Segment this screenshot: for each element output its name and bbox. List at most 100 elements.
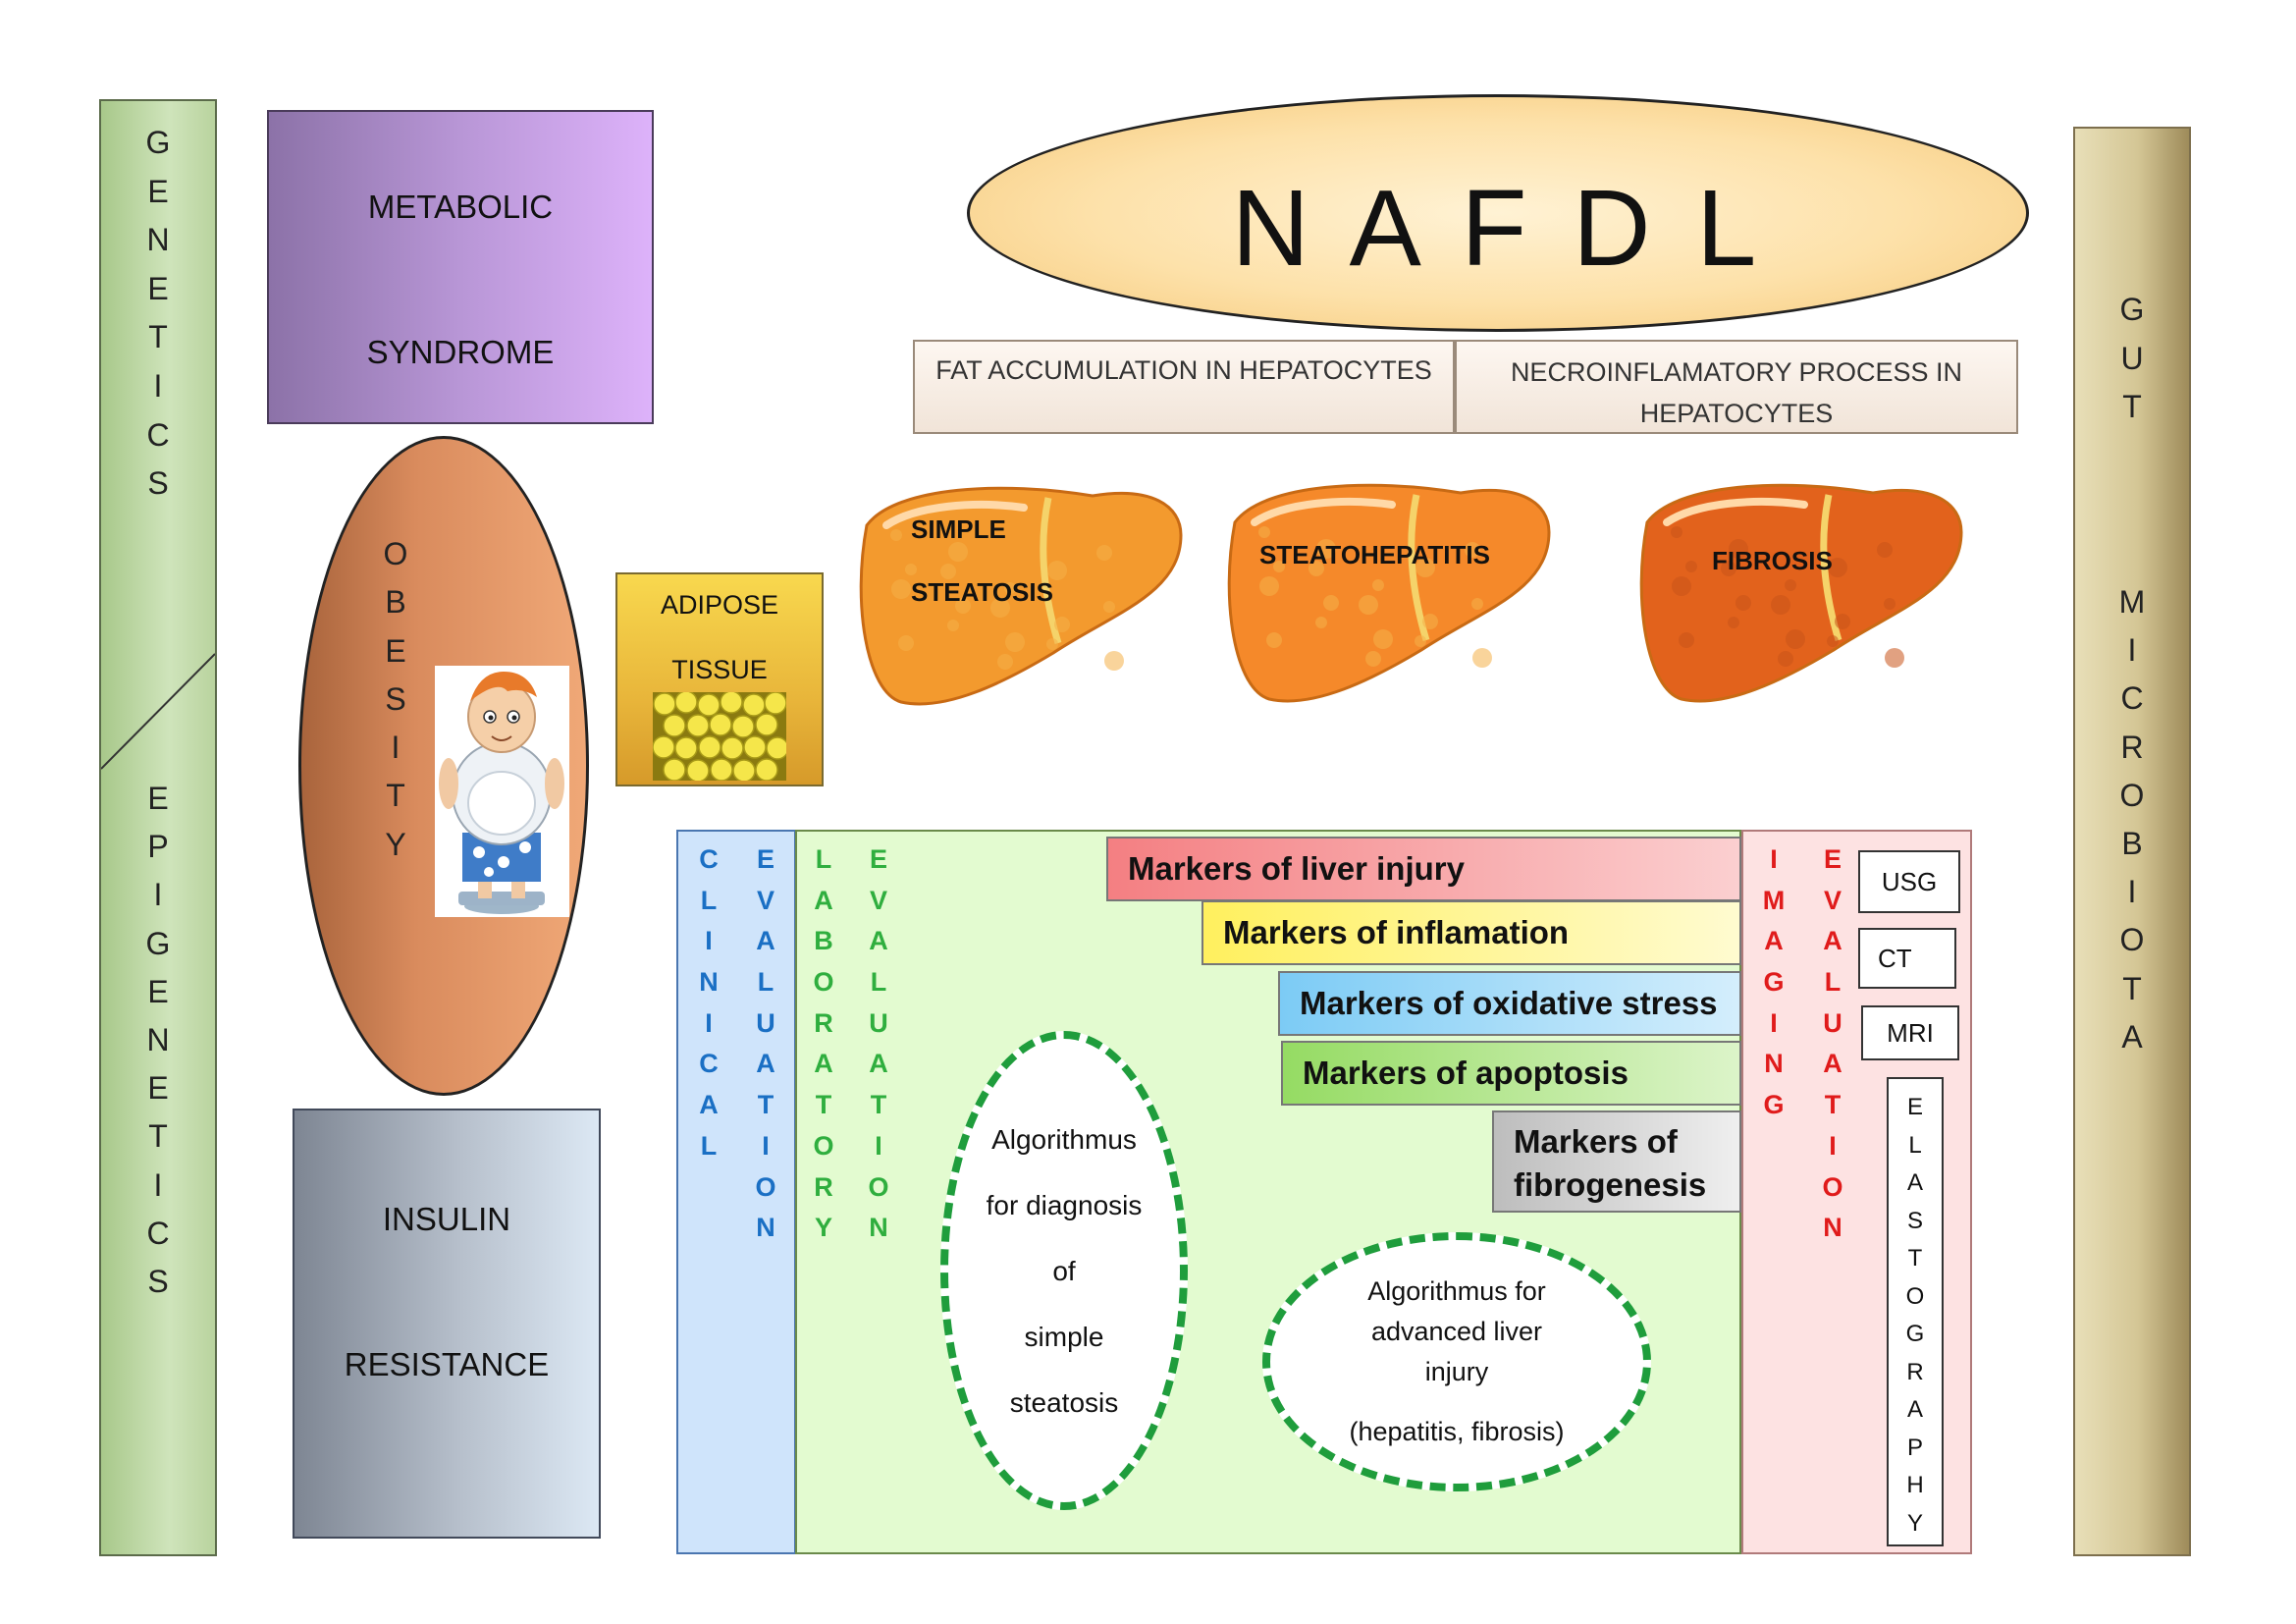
clinical-letter: N bbox=[699, 967, 719, 998]
elastography-letter: T bbox=[1907, 1245, 1923, 1272]
imaging-letter: A bbox=[1764, 926, 1784, 956]
laboratory-evaluation-letter: U bbox=[869, 1007, 888, 1038]
liver-texture-spot bbox=[1671, 526, 1682, 538]
genetics-letter: E bbox=[147, 270, 169, 306]
genetics-letter: C bbox=[146, 416, 170, 453]
algorithm-text-line: of bbox=[1052, 1255, 1076, 1286]
liver-texture-spot bbox=[1884, 598, 1896, 610]
imaging-evaluation-letter: V bbox=[1823, 885, 1842, 915]
laboratory-letter: Y bbox=[814, 1213, 832, 1243]
liver-texture-spot bbox=[1323, 595, 1339, 611]
epigenetics-letter: N bbox=[146, 1021, 170, 1057]
microbiota-letter: A bbox=[2121, 1018, 2143, 1055]
marker-inflammation: Markers of inflamation bbox=[1201, 900, 1741, 965]
clinical-letter: L bbox=[700, 1130, 718, 1161]
liver-texture-spot bbox=[1005, 632, 1025, 652]
imaging-evaluation-letter: A bbox=[1823, 1049, 1842, 1079]
liver-texture-spot bbox=[1104, 651, 1124, 671]
algorithm-text-line: Algorithmus bbox=[991, 1123, 1137, 1155]
imaging-evaluation-letter: U bbox=[1823, 1007, 1842, 1038]
liver-texture-spot bbox=[1472, 648, 1492, 668]
clinical-evaluation-letter: L bbox=[757, 967, 774, 998]
imaging-letter: M bbox=[1762, 885, 1786, 915]
clinical-letter: I bbox=[705, 1007, 713, 1038]
elastography-letter: A bbox=[1906, 1396, 1923, 1423]
obese-person-illustration bbox=[435, 666, 569, 917]
genetics-letter: T bbox=[148, 319, 168, 355]
imaging-letter: G bbox=[1763, 1090, 1785, 1120]
metabolic-line2: SYNDROME bbox=[366, 334, 555, 370]
liver-texture-spot bbox=[1266, 632, 1282, 648]
genetics-letter: I bbox=[153, 367, 163, 404]
algorithm-text-line: (hepatitis, fibrosis) bbox=[1349, 1417, 1565, 1446]
elastography-letter: S bbox=[1906, 1207, 1923, 1234]
elastography-letter: H bbox=[1906, 1472, 1924, 1498]
obesity-letter: I bbox=[391, 730, 400, 766]
clinical-letter: C bbox=[699, 1049, 719, 1079]
liver-texture-spot bbox=[990, 598, 1010, 618]
microbiota-letter: I bbox=[2127, 632, 2137, 669]
liver-texture-spot bbox=[890, 529, 902, 541]
imaging-letter: I bbox=[1770, 1007, 1778, 1038]
liver-texture-spot bbox=[1729, 539, 1748, 559]
obesity-letter: B bbox=[385, 584, 406, 621]
epigenetics-letter: T bbox=[148, 1118, 168, 1155]
liver-texture-spot bbox=[1422, 614, 1438, 629]
epigenetics-letter: G bbox=[145, 925, 171, 961]
epigenetics-letter: I bbox=[153, 877, 163, 913]
laboratory-letter: A bbox=[814, 1049, 833, 1079]
imaging-evaluation-letter: O bbox=[1822, 1171, 1843, 1202]
epigenetics-letter: P bbox=[147, 829, 169, 865]
clinical-letter: C bbox=[699, 844, 719, 874]
imaging-ct: CT bbox=[1858, 928, 1956, 989]
epigenetics-letter: C bbox=[146, 1215, 170, 1251]
laboratory-evaluation-letter: O bbox=[868, 1171, 889, 1202]
laboratory-evaluation-letter: E bbox=[869, 844, 887, 874]
laboratory-evaluation-letter: T bbox=[870, 1090, 887, 1120]
liver-texture-spot bbox=[1771, 595, 1790, 615]
liver-texture-spot bbox=[1685, 561, 1697, 572]
liver-texture-spot bbox=[947, 620, 959, 631]
microbiota-letter: M bbox=[2118, 584, 2146, 620]
liver-texture-spot bbox=[1827, 635, 1839, 647]
imaging-evaluation-letter: E bbox=[1823, 844, 1842, 874]
imaging-letter: I bbox=[1770, 844, 1778, 874]
laboratory-evaluation-letter: A bbox=[869, 926, 888, 956]
obesity-letter: O bbox=[383, 536, 408, 571]
imaging-usg: USG bbox=[1858, 850, 1960, 913]
imaging-evaluation-letter: T bbox=[1824, 1090, 1842, 1120]
nafdl-title-oval: N A F D L bbox=[967, 94, 2029, 332]
clinical-letter: I bbox=[705, 926, 713, 956]
elastography-letter: Y bbox=[1906, 1509, 1923, 1537]
microbiota-letter: O bbox=[2119, 777, 2145, 813]
diagonal-divider bbox=[101, 653, 215, 770]
laboratory-evaluation-letter: V bbox=[869, 885, 887, 915]
liver-texture-spot bbox=[905, 564, 917, 575]
liver-texture-spot bbox=[1308, 561, 1324, 576]
fat-accumulation-box: FAT ACCUMULATION IN HEPATOCYTES bbox=[913, 340, 1455, 434]
clinical-evaluation-letter: O bbox=[755, 1171, 776, 1202]
clinical-letter: A bbox=[699, 1090, 719, 1120]
clinical-evaluation-letter: V bbox=[756, 885, 774, 915]
laboratory-letter: O bbox=[813, 967, 834, 998]
laboratory-letter: R bbox=[814, 1007, 833, 1038]
liver-label-simple-2: STEATOSIS bbox=[911, 577, 1053, 607]
liver-texture-spot bbox=[1672, 576, 1691, 596]
algorithm-text-line: advanced liver bbox=[1370, 1317, 1543, 1346]
liver-texture-spot bbox=[1315, 617, 1327, 628]
laboratory-evaluation-letter: I bbox=[875, 1130, 882, 1161]
epigenetics-letter: I bbox=[153, 1166, 163, 1203]
liver-texture-spot bbox=[1372, 579, 1384, 591]
liver-texture-spot bbox=[898, 635, 914, 651]
